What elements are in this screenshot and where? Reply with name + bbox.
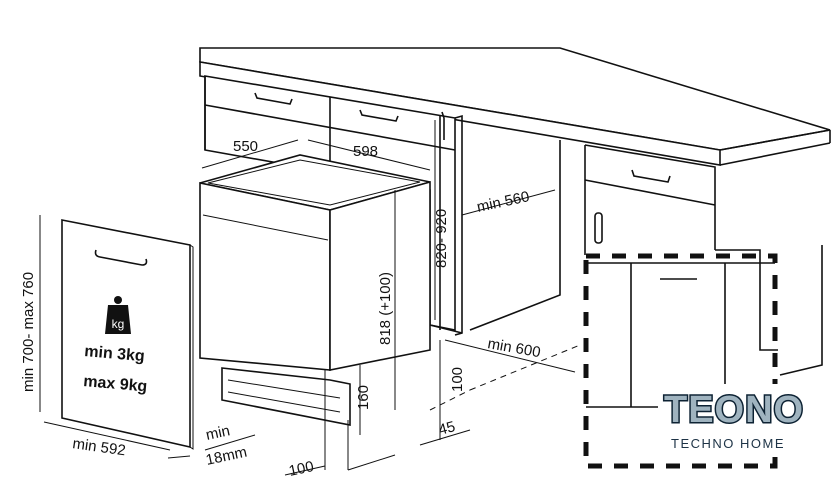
door-panel: kg min 3kg max 9kg [61, 219, 194, 450]
dim-panel-height: min 700- max 760 [20, 272, 37, 392]
dim-width: 598 [353, 143, 378, 160]
dishwasher [199, 154, 431, 426]
logo-tagline: TECHNO HOME [671, 436, 785, 451]
dim-panel-thickness: 18mm [204, 444, 248, 469]
left-cabinet [204, 75, 463, 336]
dim-depth: 550 [233, 138, 258, 155]
dim-plinth-offset: 45 [437, 418, 458, 439]
handle-icon [94, 249, 148, 266]
right-cabinet [469, 140, 823, 376]
dim-niche-width: min 560 [475, 188, 531, 216]
dim-front-offset: 100 [287, 458, 315, 480]
weight-icon-label: kg [112, 317, 125, 331]
logo-brand: TEONO [664, 389, 804, 431]
brand-logo: TEONO TECHNO HOME [658, 384, 840, 456]
weight-min-label: min 3kg [84, 343, 146, 365]
dim-foot-adjust: 160 [355, 385, 372, 410]
dim-plinth-height: 100 [449, 367, 466, 392]
cabinet-outline-dashed [583, 253, 778, 469]
dimension-lines [39, 120, 581, 476]
weight-icon: kg [105, 296, 131, 334]
dim-appliance-height: 818 (+100) [377, 272, 394, 345]
dim-panel-thickness-min: min [204, 422, 231, 444]
dim-niche-height: 820- 920 [433, 209, 450, 268]
countertop [199, 47, 831, 166]
weight-max-label: max 9kg [83, 373, 148, 396]
